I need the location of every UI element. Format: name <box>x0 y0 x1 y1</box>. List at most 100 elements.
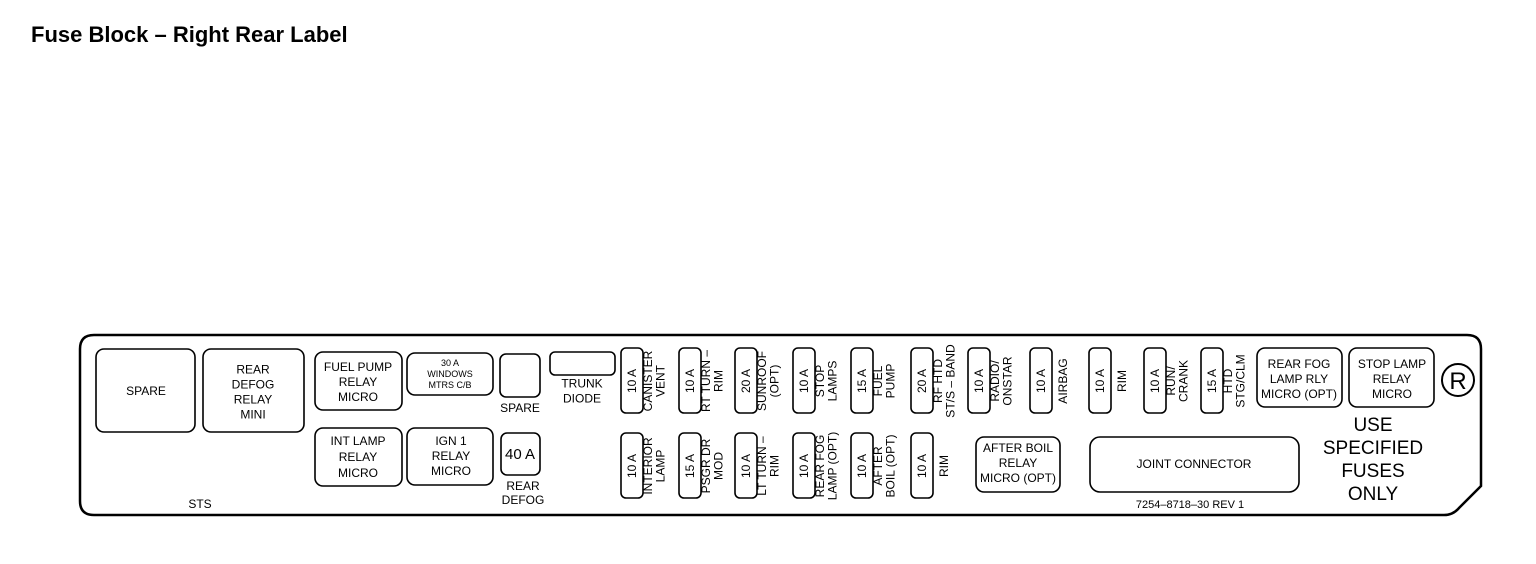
after-boil-relay-label-line-3: MICRO (OPT) <box>980 471 1056 485</box>
rear-defog-fuse-label-line-1: REAR <box>506 479 540 493</box>
spare-large-label-line-1: SPARE <box>126 384 166 398</box>
top-fuse-4-body <box>792 347 816 414</box>
top-fuse-10-body <box>1143 347 1167 414</box>
top-fuse-2-rating: 10 A <box>683 369 697 393</box>
fuel-pump-relay-label-line-3: MICRO <box>338 390 378 404</box>
top-fuse-5-body <box>850 347 874 414</box>
top-fuse-11-body <box>1200 347 1224 414</box>
after-boil-relay-box <box>975 436 1061 493</box>
bottom-fuse-3-rating: 10 A <box>739 454 753 478</box>
model-code: STS <box>188 497 211 511</box>
stop-lamp-relay-label-line-3: MICRO <box>1372 387 1412 401</box>
spare-large-box <box>95 348 196 433</box>
after-boil-relay-label-line-1: AFTER BOIL <box>983 441 1053 455</box>
fuel-pump-relay-label-line-2: RELAY <box>339 375 377 389</box>
trunk-diode-label-line-2: DIODE <box>563 392 601 406</box>
top-fuse-10-rating: 10 A <box>1148 369 1162 393</box>
bottom-fuse-4-label-line-1: REAR FOG <box>813 435 827 498</box>
top-fuse-10-label-line-1: RUN/ <box>1164 366 1178 396</box>
top-fuse-7-body <box>967 347 991 414</box>
ign1-relay-label-line-2: RELAY <box>432 449 470 463</box>
use-specified-fuses-notice-line-3: FUSES <box>1341 461 1404 482</box>
top-fuse-9-label-line-1: RIM <box>1115 370 1129 392</box>
top-fuse-6-body <box>910 347 934 414</box>
top-fuse-5-rating: 15 A <box>855 369 869 393</box>
rear-defog-relay-box <box>202 348 305 433</box>
stop-lamp-relay-label-line-1: STOP LAMP <box>1358 357 1426 371</box>
bottom-fuse-5-body <box>850 432 874 499</box>
rear-fog-lamp-relay-label-line-1: REAR FOG <box>1268 357 1331 371</box>
windows-cb-box <box>406 352 494 396</box>
top-fuse-11-label-line-1: HTD <box>1221 368 1235 393</box>
use-specified-fuses-notice-line-4: ONLY <box>1348 484 1399 505</box>
part-number: 7254–8718–30 REV 1 <box>1136 499 1244 511</box>
bottom-fuse-4-label-line-2: LAMP (OPT) <box>825 432 839 500</box>
ign1-relay-label-line-3: MICRO <box>431 464 471 478</box>
bottom-fuse-4-rating: 10 A <box>797 454 811 478</box>
top-fuse-3-label-line-1: SUNROOF <box>755 351 769 411</box>
top-fuse-6-rating: 20 A <box>915 369 929 393</box>
bottom-fuse-6-rating: 10 A <box>915 454 929 478</box>
top-fuse-9-rating: 10 A <box>1093 369 1107 393</box>
top-fuse-7-label-line-1: RADIO/ <box>988 360 1002 402</box>
registered-mark-letter: R <box>1449 368 1466 395</box>
top-fuse-8-label-line-1: AIRBAG <box>1056 358 1070 403</box>
use-specified-fuses-notice-line-1: USE <box>1353 415 1392 436</box>
bottom-fuse-2-label-line-1: PSGR DR <box>699 438 713 493</box>
top-fuse-11-rating: 15 A <box>1205 369 1219 393</box>
top-fuse-1-label-line-1: CANISTER <box>641 350 655 411</box>
fuel-pump-relay-label-line-1: FUEL PUMP <box>324 360 392 374</box>
top-fuse-1-label-line-2: VENT <box>653 364 667 397</box>
top-fuse-1-body <box>620 347 644 414</box>
top-fuse-8-body <box>1029 347 1053 414</box>
top-fuse-6-label-line-2: ST/S – BAND <box>943 344 957 418</box>
top-fuse-8: 10 A AIRBAG <box>1029 347 1070 414</box>
bottom-fuse-1-label-line-2: LAMP <box>653 450 667 483</box>
bottom-fuse-5-rating: 10 A <box>855 454 869 478</box>
joint-connector-label-line-1: JOINT CONNECTOR <box>1137 457 1252 471</box>
rear-defog-relay-label-line-4: MINI <box>240 408 265 422</box>
top-fuse-7-label-line-2: ONSTAR <box>1000 356 1014 405</box>
ign1-relay-box <box>406 427 494 486</box>
top-fuse-9: 10 A RIM <box>1088 347 1129 414</box>
top-fuse-8-rating: 10 A <box>1034 369 1048 393</box>
top-fuse-5-label-line-2: PUMP <box>883 364 897 399</box>
rear-fog-lamp-relay-box <box>1256 347 1343 408</box>
fuel-pump-relay-box <box>314 351 403 411</box>
top-fuse-10-label-line-2: CRANK <box>1176 360 1190 402</box>
top-fuse-11-label-line-2: STG/CLM <box>1233 354 1247 407</box>
rear-defog-fuse-label-line-2: DEFOG <box>502 493 545 507</box>
windows-cb-label-line-1: 30 A <box>441 358 459 368</box>
after-boil-relay-label-line-2: RELAY <box>999 456 1037 470</box>
bottom-fuse-5-label-line-1: AFTER <box>871 446 885 486</box>
top-fuse-4-rating: 10 A <box>797 369 811 393</box>
bottom-fuse-3-label-line-2: RIM <box>767 455 781 477</box>
top-fuse-3-rating: 20 A <box>739 369 753 393</box>
top-fuse-2-label-line-2: RIM <box>711 370 725 392</box>
top-fuse-3-label-line-2: (OPT) <box>767 365 781 398</box>
top-fuse-2-body <box>678 347 702 414</box>
registered-mark-circle <box>1441 363 1475 397</box>
label-outline <box>78 333 1483 517</box>
bottom-fuse-2-rating: 15 A <box>683 454 697 478</box>
bottom-fuse-6-body <box>910 432 934 499</box>
top-fuse-1-rating: 10 A <box>625 369 639 393</box>
stop-lamp-relay-box <box>1348 347 1435 408</box>
rear-defog-fuse-box <box>500 432 541 476</box>
int-lamp-relay-box <box>314 427 403 487</box>
top-fuse-9-body <box>1088 347 1112 414</box>
trunk-diode-label-line-1: TRUNK <box>561 377 602 391</box>
bottom-fuse-1-body <box>620 432 644 499</box>
rear-defog-relay-label-line-3: RELAY <box>234 393 272 407</box>
rear-fog-lamp-relay-label-line-3: MICRO (OPT) <box>1261 387 1337 401</box>
